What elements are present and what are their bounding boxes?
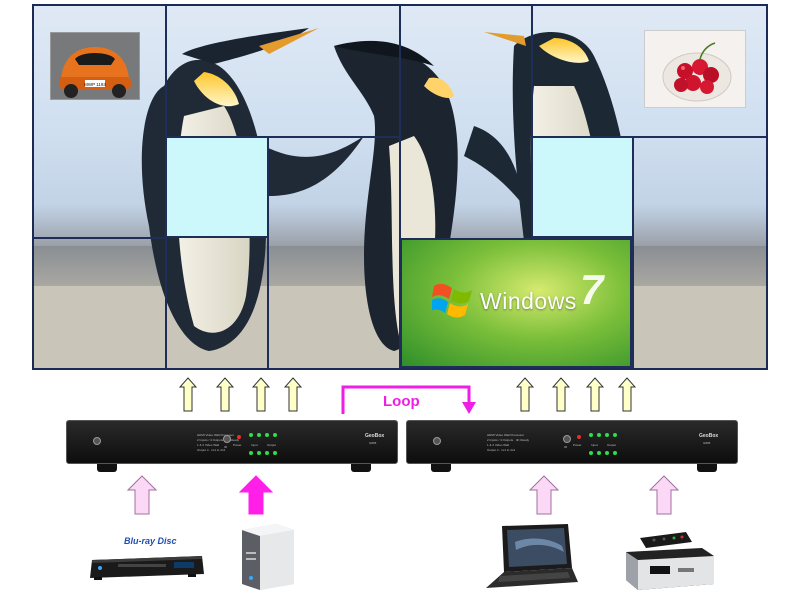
status-led — [597, 433, 601, 437]
power-label: Power — [233, 443, 242, 447]
wall-divider — [399, 6, 401, 368]
laptop-icon — [480, 522, 580, 592]
video-wall: Windows 7 MWP 1193 — [32, 4, 768, 370]
nas-server-icon — [236, 522, 300, 592]
video-wall-processor-right: HDMI Video Wall Processor 2 Inputs / 4 O… — [406, 420, 738, 472]
media-player-remote-icon — [620, 528, 720, 592]
status-led — [605, 451, 609, 455]
output-arrow — [551, 377, 571, 412]
ir-label: IR — [224, 445, 227, 449]
output-label: Output — [607, 443, 617, 447]
input-arrow-active — [238, 475, 274, 515]
windows7-tile: Windows 7 — [400, 238, 632, 368]
status-led — [613, 433, 617, 437]
output-arrow — [283, 377, 303, 412]
output-arrow — [215, 377, 235, 412]
processor-line: 1 & 2 Video Wall — [197, 443, 220, 447]
output-arrow — [178, 377, 198, 412]
input-label: Input — [591, 443, 598, 447]
ir-sensor — [223, 435, 231, 443]
ir-window — [433, 437, 441, 445]
status-led — [249, 433, 253, 437]
processor-line: 1 & 2 Video Wall — [487, 443, 510, 447]
cherries-photo-icon — [644, 30, 746, 108]
cyan-tile — [531, 136, 634, 238]
video-wall-processor-left: HDMI Video Wall Processor 2 Inputs / 4 O… — [66, 420, 398, 472]
output-arrows — [178, 377, 637, 414]
status-led — [273, 433, 277, 437]
output-arrow — [617, 377, 637, 412]
power-led — [577, 435, 581, 439]
processor-model: G805 — [369, 441, 377, 445]
output-arrow — [515, 377, 535, 412]
processor-line: Output 4 · 1x1 to 4x4 — [487, 448, 516, 452]
processor-foot — [697, 464, 717, 472]
status-led — [597, 451, 601, 455]
processor-product-line: HDMI Video Wall Processor — [197, 433, 235, 437]
input-arrow — [528, 475, 560, 515]
loop-connector — [341, 385, 471, 414]
processor-model: G805 — [703, 441, 711, 445]
windows-logo-text: Windows — [480, 288, 577, 314]
wall-divider — [531, 136, 766, 138]
processor-brand: GeoBox — [365, 433, 385, 439]
status-led — [257, 433, 261, 437]
processor-foot — [97, 464, 117, 472]
input-arrow — [126, 475, 158, 515]
status-led — [265, 433, 269, 437]
output-arrow — [251, 377, 271, 412]
output-arrow — [585, 377, 605, 412]
processor-line: 2 Inputs / 4 Outputs · 4K Ready — [197, 438, 240, 442]
processor-brand: GeoBox — [699, 433, 719, 439]
cyan-tile — [165, 136, 269, 238]
wall-divider — [165, 136, 399, 138]
blu-ray-logo: Blu-ray Disc — [124, 536, 177, 546]
status-led — [265, 451, 269, 455]
input-arrows — [126, 475, 680, 515]
wall-divider — [34, 237, 167, 239]
status-led — [589, 451, 593, 455]
car-photo-icon: MWP 1193 — [50, 32, 140, 100]
status-led — [605, 433, 609, 437]
loop-label: Loop — [383, 393, 420, 410]
processor-line: 2 Inputs / 4 Outputs · 4K Ready — [487, 438, 530, 442]
power-label: Power — [573, 443, 582, 447]
ir-label: IR — [564, 445, 567, 449]
status-led — [613, 451, 617, 455]
status-led — [273, 451, 277, 455]
car-plate: MWP 1193 — [84, 82, 106, 87]
status-led — [257, 451, 261, 455]
power-led — [237, 435, 241, 439]
blu-ray-player-icon: Blu-ray Disc — [88, 536, 206, 584]
wall-divider — [267, 136, 269, 368]
processor-product-line: HDMI Video Wall Processor — [487, 433, 525, 437]
windows7-logo — [432, 283, 472, 318]
windows-version: 7 — [580, 266, 604, 313]
input-arrow — [648, 475, 680, 515]
status-led — [249, 451, 253, 455]
output-label: Output — [267, 443, 277, 447]
status-led — [589, 433, 593, 437]
ir-window — [93, 437, 101, 445]
ir-sensor — [563, 435, 571, 443]
processor-foot — [351, 464, 371, 472]
wall-divider — [632, 136, 634, 368]
processor-foot — [431, 464, 451, 472]
input-label: Input — [251, 443, 258, 447]
processor-line: Output 4 · 1x1 to 4x4 — [197, 448, 226, 452]
loop-arrowhead — [462, 402, 476, 414]
